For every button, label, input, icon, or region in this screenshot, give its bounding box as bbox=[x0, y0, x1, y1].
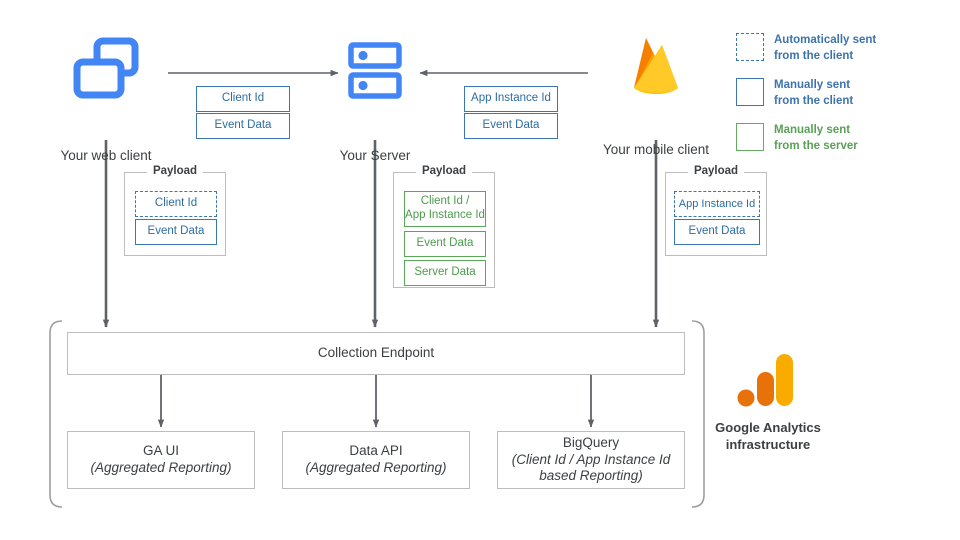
source-server-label: Your Server bbox=[339, 148, 411, 163]
legend-label-manual-client: Manually sent from the client bbox=[774, 78, 853, 109]
source-web-client-label: Your web client bbox=[60, 148, 152, 163]
payload-web-title: Payload bbox=[146, 165, 204, 177]
payload-web-item-client-id: Client Id bbox=[135, 191, 217, 217]
source-mobile-client-label: Your mobile client bbox=[602, 142, 710, 157]
legend-label-manual-server: Manually sent from the server bbox=[774, 123, 858, 154]
payload-mobile-item-event-data: Event Data bbox=[674, 219, 760, 245]
legend-swatch-solid-blue bbox=[736, 78, 764, 106]
browser-windows-icon bbox=[73, 37, 139, 99]
payload-server: Payload Client Id / App Instance Id Even… bbox=[393, 165, 495, 288]
legend-swatch-dashed-blue bbox=[736, 33, 764, 61]
firebase-flame-icon bbox=[634, 38, 678, 94]
payload-server-item-identifier-line1: Client Id / bbox=[420, 195, 470, 208]
legend-item-manual-client: Manually sent from the client bbox=[736, 78, 853, 109]
legend-label-automatic-client: Automatically sent from the client bbox=[774, 33, 876, 64]
output-ga-ui-subtitle: (Aggregated Reporting) bbox=[90, 460, 232, 475]
payload-web: Payload Client Id Event Data bbox=[124, 165, 226, 256]
output-bigquery-subtitle-line1: (Client Id / App Instance Id bbox=[511, 451, 671, 467]
output-data-api-subtitle: (Aggregated Reporting) bbox=[305, 460, 447, 475]
legend-item-automatic-client: Automatically sent from the client bbox=[736, 33, 876, 64]
collection-endpoint-box: Collection Endpoint bbox=[67, 332, 685, 375]
ga-caption-line2: infrastructure bbox=[725, 436, 811, 452]
payload-web-item-event-data: Event Data bbox=[135, 219, 217, 245]
legend-swatch-solid-green bbox=[736, 123, 764, 151]
output-data-api-title: Data API bbox=[349, 443, 403, 459]
transit-chip-app-instance-id: App Instance Id bbox=[464, 86, 558, 112]
legend-label-manual-client-line2: from the client bbox=[774, 94, 854, 107]
output-box-data-api: Data API (Aggregated Reporting) bbox=[282, 431, 470, 489]
infrastructure-bracket-right bbox=[691, 320, 705, 508]
payload-server-item-server-data: Server Data bbox=[404, 260, 486, 286]
ga-caption-line1: Google Analytics bbox=[715, 420, 821, 435]
legend-label-manual-client-line1: Manually sent bbox=[774, 79, 851, 91]
payload-server-item-event-data: Event Data bbox=[404, 231, 486, 257]
output-bigquery-subtitle-line2: based Reporting) bbox=[539, 468, 643, 484]
legend-item-manual-server: Manually sent from the server bbox=[736, 123, 858, 154]
google-analytics-logo bbox=[737, 354, 793, 407]
output-box-ga-ui: GA UI (Aggregated Reporting) bbox=[67, 431, 255, 489]
server-rack-icon bbox=[348, 42, 402, 99]
transit-chip-event-data-web: Event Data bbox=[196, 113, 290, 139]
payload-mobile-item-app-instance-id: App Instance Id bbox=[674, 191, 760, 217]
output-ga-ui-title: GA UI bbox=[142, 443, 179, 459]
payload-mobile-title: Payload bbox=[687, 165, 745, 177]
output-bigquery-title: BigQuery bbox=[562, 434, 620, 450]
payload-mobile: Payload App Instance Id Event Data bbox=[665, 165, 767, 256]
legend-label-automatic-client-line2: from the client bbox=[774, 49, 854, 62]
transit-chip-client-id: Client Id bbox=[196, 86, 290, 112]
google-analytics-caption: Google Analytics infrastructure bbox=[700, 420, 836, 454]
payload-server-item-identifier-line2: App Instance Id bbox=[405, 209, 485, 221]
legend-label-manual-server-line2: from the server bbox=[774, 139, 858, 152]
payload-server-item-identifier: Client Id / App Instance Id bbox=[404, 191, 486, 227]
infrastructure-bracket-left bbox=[49, 320, 63, 508]
payload-server-title: Payload bbox=[415, 165, 473, 177]
legend-label-manual-server-line1: Manually sent bbox=[774, 124, 851, 136]
output-box-bigquery: BigQuery (Client Id / App Instance Id ba… bbox=[497, 431, 685, 489]
transit-chip-event-data-mobile: Event Data bbox=[464, 113, 558, 139]
legend-label-automatic-client-line1: Automatically sent bbox=[774, 34, 877, 46]
